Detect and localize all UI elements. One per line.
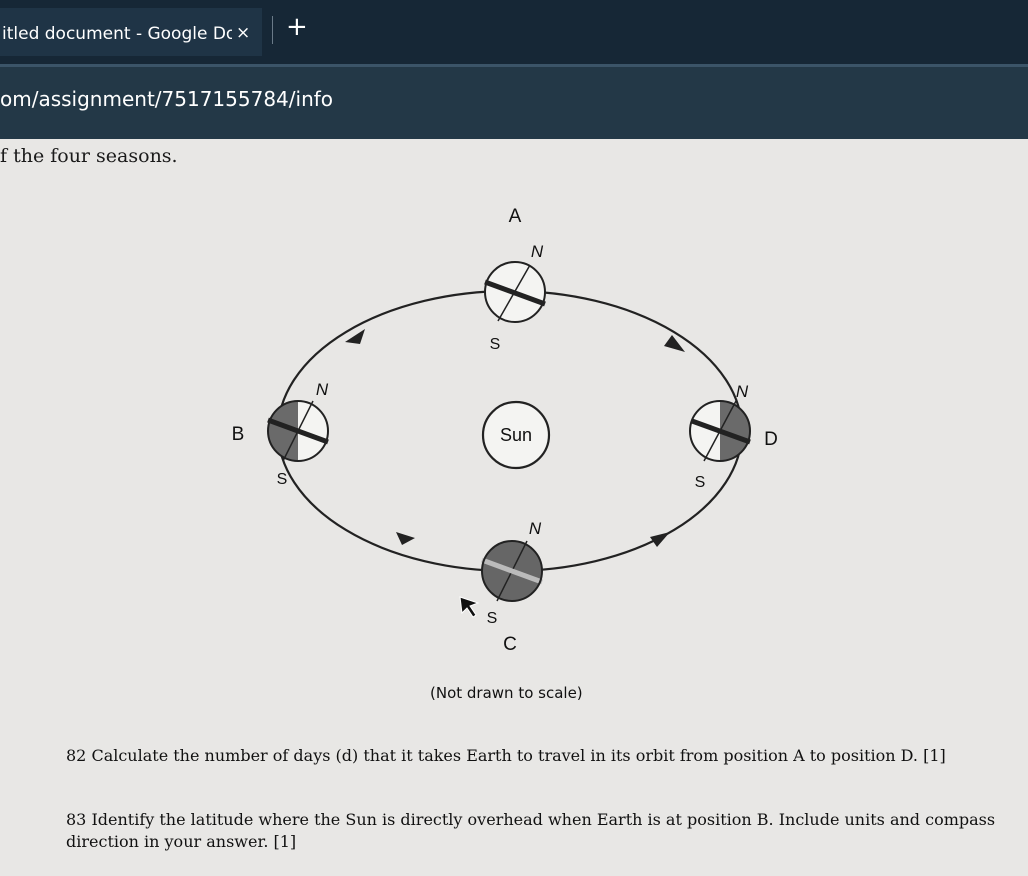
position-b-label: B: [232, 424, 245, 445]
orbit-arrow-icon: [664, 335, 685, 352]
position-c-label: C: [503, 634, 517, 655]
orbit-diagram: Sun A N S B N S D N: [232, 206, 778, 655]
south-label-c: S: [487, 610, 498, 627]
position-d-label: D: [764, 429, 778, 450]
north-label-d: N: [736, 382, 749, 401]
intro-text: f the four seasons.: [0, 145, 178, 167]
close-tab-icon[interactable]: ×: [236, 23, 251, 43]
browser-tab-bar: itled document - Google Do × +: [0, 0, 1028, 64]
north-label-c: N: [529, 519, 542, 538]
question-83: 83 Identify the latitude where the Sun i…: [66, 810, 996, 851]
south-label-d: S: [695, 474, 706, 491]
sun-label: Sun: [500, 425, 532, 445]
south-label-a: S: [490, 336, 501, 353]
orbit-arrow-icon: [345, 329, 365, 344]
north-label-b: N: [316, 380, 329, 399]
earth-position-c: [481, 540, 543, 602]
sun-circle: [481, 400, 551, 470]
mouse-cursor-icon: [459, 596, 480, 618]
earth-position-a: [484, 261, 546, 323]
north-label-a: N: [531, 242, 544, 261]
position-a-label: A: [509, 206, 522, 227]
orbit-arrow-icon: [650, 532, 670, 547]
browser-tab[interactable]: itled document - Google Do ×: [0, 8, 262, 56]
url-text[interactable]: om/assignment/7517155784/info: [0, 87, 334, 111]
tab-title: itled document - Google Do: [2, 24, 232, 44]
orbit-arrow-icon: [396, 532, 415, 545]
question-82: 82 Calculate the number of days (d) that…: [66, 746, 946, 765]
earth-position-b: [267, 400, 329, 462]
document-page: f the four seasons. Sun A N S: [0, 139, 1028, 876]
tab-divider: [272, 16, 273, 44]
south-label-b: S: [277, 471, 288, 488]
earth-position-d: [689, 400, 751, 462]
diagram-caption: (Not drawn to scale): [430, 684, 583, 702]
new-tab-icon[interactable]: +: [286, 12, 308, 42]
address-bar[interactable]: om/assignment/7517155784/info: [0, 64, 1028, 139]
